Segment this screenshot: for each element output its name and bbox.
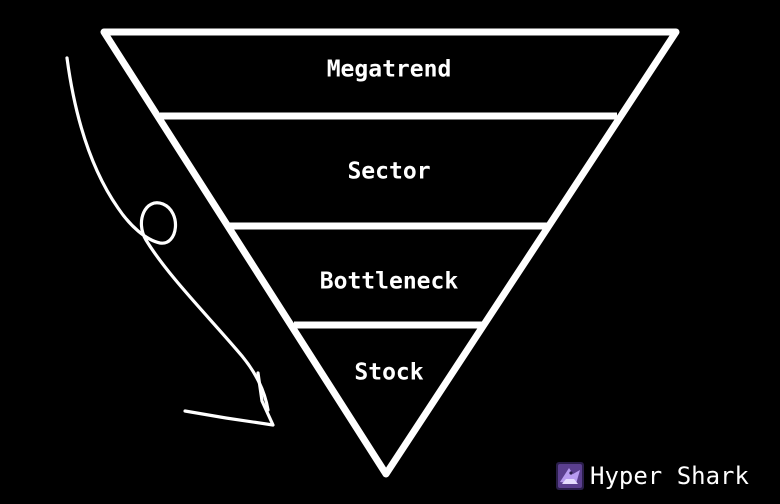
funnel-outline [100, 28, 680, 478]
hyper-shark-logo-icon [556, 462, 584, 490]
watermark: Hyper Shark [556, 461, 749, 491]
tier-label-sector: Sector [347, 159, 430, 185]
tier-label-stock: Stock [354, 360, 423, 386]
hand-drawn-curved-arrow-icon [65, 56, 275, 427]
tier-label-bottleneck: Bottleneck [320, 269, 459, 295]
watermark-text: Hyper Shark [590, 462, 749, 490]
tier-label-megatrend: Megatrend [327, 57, 452, 83]
